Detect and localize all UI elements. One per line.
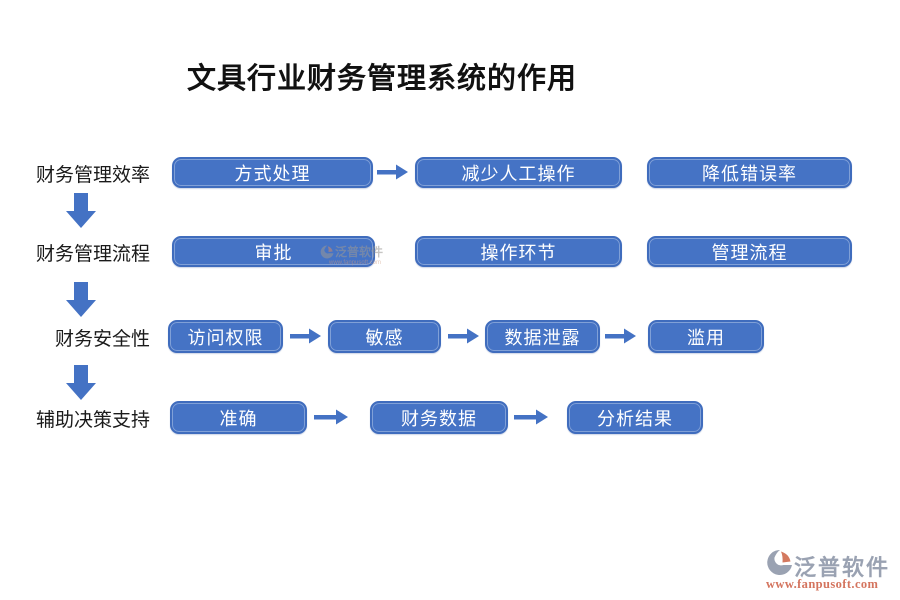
flow-box: 敏感	[328, 320, 441, 353]
row-label-process: 财务管理流程	[35, 244, 150, 265]
down-arrow-icon	[66, 282, 96, 317]
brand-logo-icon	[767, 549, 792, 575]
right-arrow-icon	[290, 328, 321, 344]
flow-box: 访问权限	[168, 320, 283, 353]
page-title: 文具行业财务管理系统的作用	[186, 63, 577, 95]
right-arrow-icon	[514, 409, 548, 425]
row-label-efficiency: 财务管理效率	[35, 165, 150, 186]
flow-box: 操作环节	[415, 236, 622, 267]
flow-box: 准确	[170, 401, 307, 434]
right-arrow-icon	[448, 328, 479, 344]
brand-url: www.fanpusoft.com	[766, 577, 879, 591]
row-label-security: 财务安全性	[54, 329, 150, 350]
down-arrow-icon	[66, 193, 96, 228]
flow-box: 滥用	[648, 320, 764, 353]
flow-box: 方式处理	[172, 157, 373, 188]
flow-box: 财务数据	[370, 401, 508, 434]
flow-box: 审批	[172, 236, 375, 267]
brand-name: 泛普软件	[794, 555, 891, 580]
right-arrow-icon	[605, 328, 636, 344]
flow-box: 减少人工操作	[415, 157, 622, 188]
flow-box: 降低错误率	[647, 157, 852, 188]
flow-box: 数据泄露	[485, 320, 600, 353]
flow-box: 管理流程	[647, 236, 852, 267]
down-arrow-icon	[66, 365, 96, 400]
row-label-decision: 辅助决策支持	[35, 410, 150, 431]
right-arrow-icon	[314, 409, 348, 425]
right-arrow-icon	[377, 164, 408, 180]
flow-box: 分析结果	[567, 401, 703, 434]
